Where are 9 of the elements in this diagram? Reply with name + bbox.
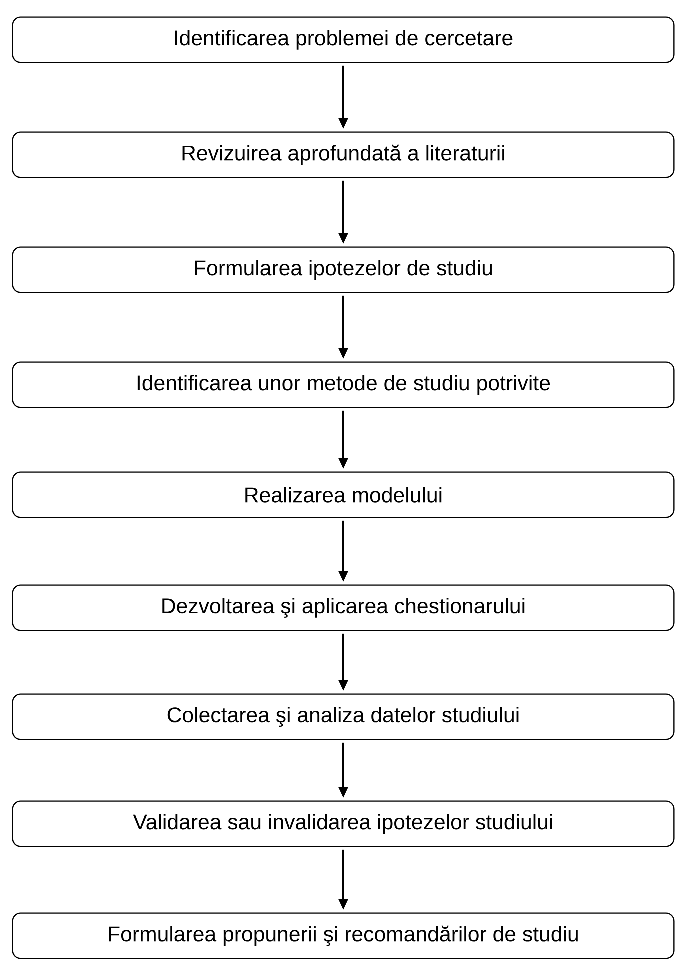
process-box: Colectarea şi analiza datelor studiului [12,694,675,740]
process-box: Identificarea unor metode de studiu potrivite [12,362,675,408]
process-box: Formularea ipotezelor de studiu [12,246,675,294]
process-box: Realizarea modelului [12,472,675,518]
process-box: Identificarea problemei de cercetare [12,16,675,64]
process-box: Validarea sau invalidarea ipotezelor studiului [12,800,675,848]
process-box: Formularea propunerii şi recomandărilor de studiu [12,912,675,959]
process-box: Dezvoltarea şi aplicarea chestionarului [12,584,675,632]
process-box: Revizuirea aprofundată a literaturii [12,132,675,178]
